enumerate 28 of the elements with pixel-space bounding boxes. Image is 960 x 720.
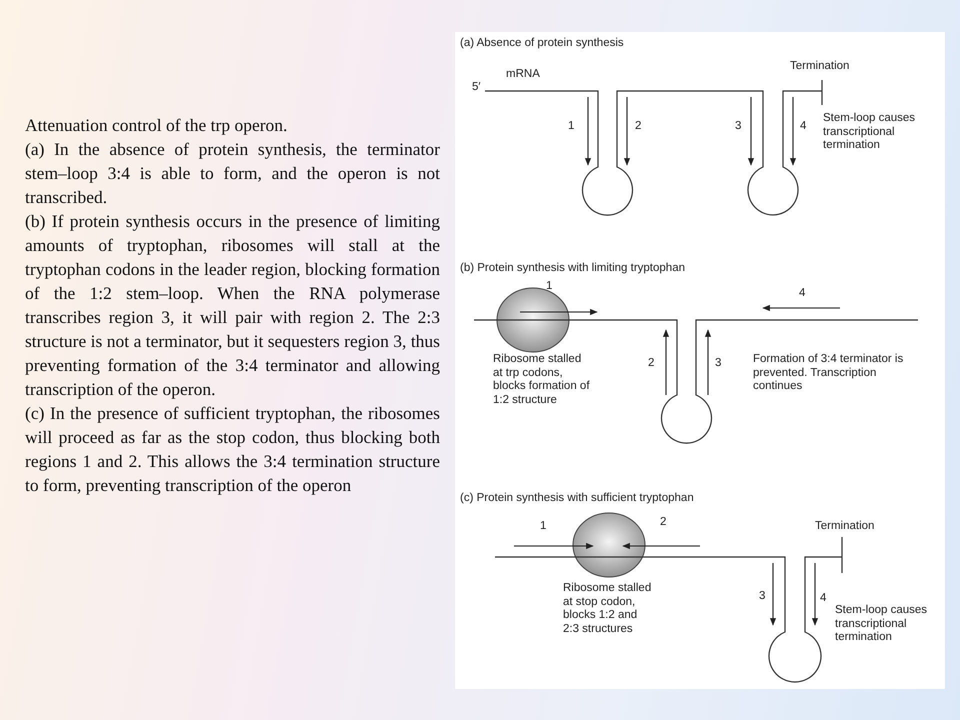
panel-heading: (b) Protein synthesis with limiting tryptophan — [460, 262, 685, 276]
region-number: 4 — [820, 592, 826, 606]
annotation-text: Ribosome stalled at stop codon, blocks 1:2 and 2:3 structures — [563, 582, 652, 636]
region-number: 2 — [660, 516, 666, 530]
region-number: 3 — [735, 120, 742, 134]
annotation-text: mRNA — [506, 68, 540, 82]
title: Attenuation control of the trp operon. — [25, 114, 288, 137]
annotation-text: Stem-loop causes transcriptional termination — [823, 112, 916, 152]
region-number: 2 — [648, 357, 654, 370]
annotation-text: Stem-loop causes transcriptional termination — [835, 604, 928, 644]
region-number: 4 — [800, 120, 806, 134]
annotation-text: Ribosome stalled at trp codons, blocks formation of 1:2 structure — [493, 353, 591, 407]
description-paragraph: (b) If protein synthesis occurs in the presence of limiting amounts of tryptophan, ribosomes will stall at the tryptophan codons in the leader region, blocking formation of the 1:2 stem–loop. When the RNA polymerase transcribes region 3, it will pair with region 2. The 2:3 structure is not a terminator, but it sequesters region 3, thus preventing formation of the 3:4 terminator and allowing transcription of the operon. — [25, 210, 440, 401]
region-number: 3 — [715, 357, 722, 370]
region-number: 2 — [635, 120, 642, 134]
panel-heading: (a) Absence of protein synthesis — [460, 37, 624, 50]
annotation-text: Termination — [790, 60, 850, 74]
region-number: 1 — [568, 120, 574, 134]
description-paragraph: (c) In the presence of sufficient tryptophan, the ribosomes will proceed as far as the stop codon, thus blocking both regions 1 and 2. This allows the 3:4 termination structure to form, preventing transcription of the operon — [25, 402, 440, 497]
panel-heading: (c) Protein synthesis with sufficient tryptophan — [460, 492, 694, 506]
annotation-text: Formation of 3:4 terminator is prevented. Transcription continues — [753, 353, 904, 394]
region-number: 1 — [540, 520, 546, 534]
region-number: 4 — [799, 287, 806, 300]
annotation-text: 5′ — [472, 81, 481, 94]
description-paragraph: (a) In the absence of protein synthesis, the terminator stem–loop 3:4 is able to form, and the operon is not transcribed. — [25, 138, 440, 209]
region-number: 3 — [759, 590, 766, 604]
region-number: 1 — [546, 280, 552, 294]
annotation-text: Termination — [815, 520, 874, 534]
